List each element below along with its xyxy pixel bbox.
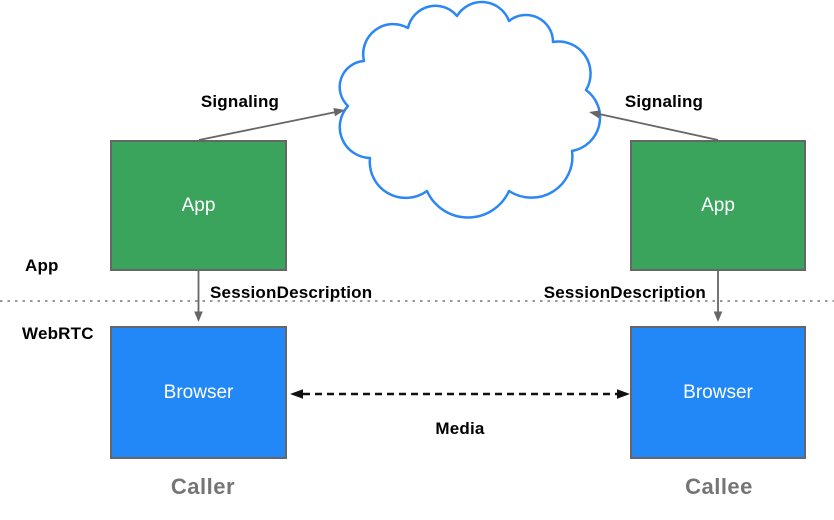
caller-app-box: App xyxy=(110,140,287,271)
signaling-cloud-icon xyxy=(338,0,602,219)
callee-browser-box-label: Browser xyxy=(683,381,753,403)
arrowhead-icon xyxy=(617,389,630,399)
layer-label-webrtc: WebRTC xyxy=(22,324,94,343)
session-description-arrow-left xyxy=(194,271,203,322)
signaling-label-right: Signaling xyxy=(624,92,704,111)
callee-app-box-label: App xyxy=(701,194,735,216)
layer-label-app: App xyxy=(25,256,59,275)
arrowhead-icon xyxy=(589,110,601,119)
callee-app-box: App xyxy=(630,140,806,271)
signaling-label-left: Signaling xyxy=(200,92,280,111)
arrowhead-icon xyxy=(290,389,303,399)
arrowhead-icon xyxy=(194,311,203,322)
callee-browser-box: Browser xyxy=(630,326,806,459)
caller-browser-box: Browser xyxy=(110,326,287,459)
session-description-label-right: SessionDescription xyxy=(543,283,706,302)
arrowhead-icon xyxy=(713,311,723,322)
arrowhead-icon xyxy=(333,108,345,117)
caller-browser-box-label: Browser xyxy=(163,381,234,403)
session-description-label-left: SessionDescription xyxy=(210,283,373,302)
session-description-arrow-right xyxy=(713,271,723,322)
caller-endpoint-label: Caller xyxy=(170,474,236,499)
signaling-arrow-left xyxy=(198,108,345,141)
caller-app-box-label: App xyxy=(181,194,216,216)
signaling-arrow-right xyxy=(589,110,719,141)
media-label: Media xyxy=(435,419,485,438)
media-arrow xyxy=(290,389,630,399)
callee-endpoint-label: Callee xyxy=(685,474,753,499)
